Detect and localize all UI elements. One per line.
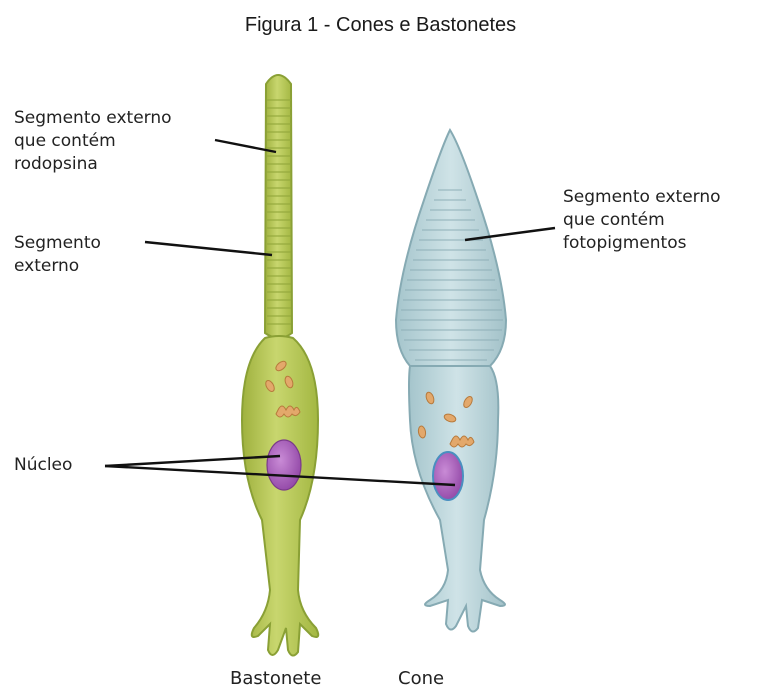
cone-inner-body [409,366,505,632]
label-rod-outer-segment: Segmento externo [14,232,101,278]
label-nucleus: Núcleo [14,454,72,477]
label-rod: Bastonete [230,668,321,689]
rod-outer-segment [265,75,292,338]
cone-nucleus [433,452,463,500]
rod-inner-body [242,336,318,656]
leader-rod-outer [145,242,272,255]
rod-nucleus [267,440,301,490]
label-rod-outer-rhodopsin: Segmento externo que contém rodopsina [14,107,172,176]
label-cone-outer-photopigments: Segmento externo que contém fotopigmento… [563,186,721,255]
cone-cell [396,130,506,632]
rod-cell [242,75,318,656]
label-cone: Cone [398,668,444,689]
